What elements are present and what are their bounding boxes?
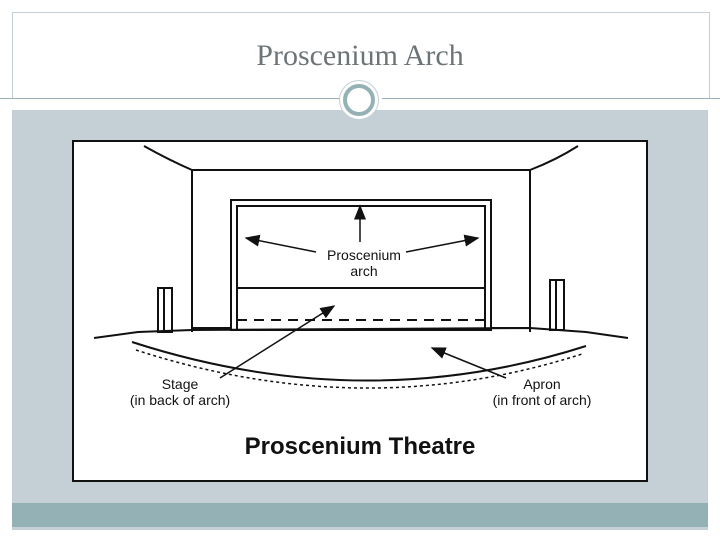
title-divider-left [0, 98, 340, 99]
apron-edge-outer [131, 341, 587, 382]
house-floor-line [93, 326, 629, 339]
stage-label-line1: Stage [162, 376, 199, 392]
proscenium-label-line2: arch [350, 263, 377, 279]
title-divider-right [382, 98, 720, 99]
bottom-accent-bar [12, 503, 708, 527]
stage-label-line2: (in back of arch) [130, 392, 230, 408]
diagram-caption: Proscenium Theatre [245, 433, 476, 460]
diagram-labels: Proscenium arch Stage (in back of arch) … [130, 247, 592, 460]
proscenium-diagram: Proscenium arch Stage (in back of arch) … [72, 140, 648, 482]
right-ceiling-curve [529, 145, 579, 171]
diagram-drawing: Proscenium arch Stage (in back of arch) … [93, 145, 629, 460]
arrow-left-arch [244, 234, 317, 253]
house-walls [143, 145, 579, 332]
arrow-right-arch [405, 234, 480, 253]
proscenium-label-line1: Proscenium [327, 247, 401, 263]
left-ceiling-curve [143, 145, 193, 171]
apron-label-line2: (in front of arch) [493, 392, 592, 408]
apron [93, 319, 629, 389]
arrows [219, 204, 507, 379]
circle-ornament-ring [343, 84, 375, 116]
arrow-apron [430, 347, 507, 379]
arrow-stage [219, 305, 336, 379]
apron-label-line1: Apron [523, 376, 560, 392]
slide-title: Proscenium Arch [256, 39, 464, 72]
apron-edge-inner [135, 349, 583, 389]
